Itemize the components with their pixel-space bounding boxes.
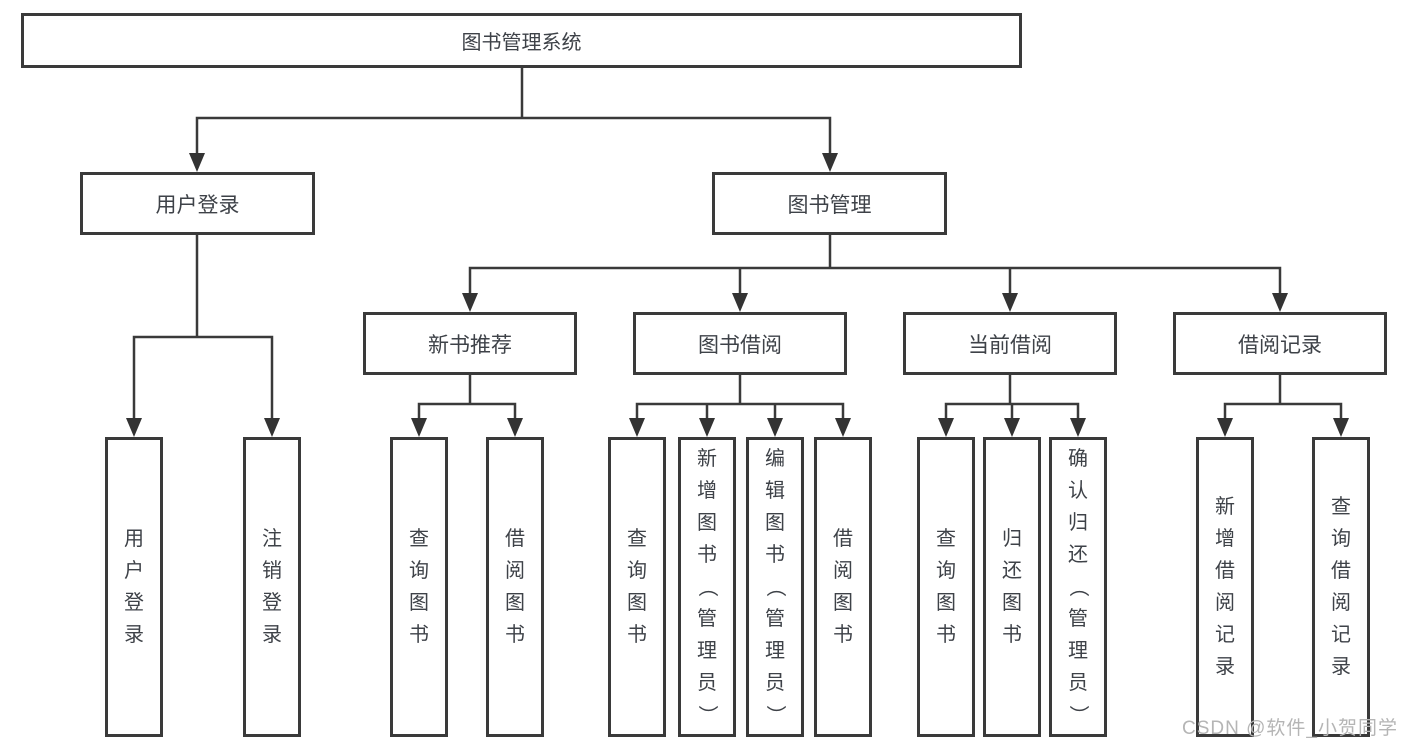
node-book-management: 图书管理 [712,172,947,235]
node-root-system-label: 图书管理系统 [461,32,582,54]
node-user-login: 用户登录 [80,172,315,235]
leaf-user-login: 用户登录 [105,437,163,737]
leaf-nbr-borrow-book-label: 借阅图书 [505,528,525,646]
leaf-nbr-borrow-book: 借阅图书 [486,437,544,737]
node-borrow-records-label: 借阅记录 [1238,333,1322,357]
leaf-logout: 注销登录 [243,437,301,737]
leaf-cb-confirm-return-label: 确认归还（管理员） [1067,448,1089,725]
leaf-bb-edit-book-label: 编辑图书（管理员） [764,448,786,725]
node-book-borrow-label: 图书借阅 [698,333,782,357]
node-new-book-recommend: 新书推荐 [363,312,577,375]
node-root-system: 图书管理系统 [21,13,1022,68]
node-current-borrow-label: 当前借阅 [968,333,1052,357]
node-borrow-records: 借阅记录 [1173,312,1387,375]
leaf-cb-query-book-label: 查询图书 [936,528,956,646]
leaf-cb-return-book: 归还图书 [983,437,1041,737]
leaf-br-add-record: 新增借阅记录 [1196,437,1254,737]
leaf-bb-add-book: 新增图书（管理员） [678,437,736,737]
leaf-cb-return-book-label: 归还图书 [1002,528,1022,646]
leaf-br-query-record: 查询借阅记录 [1312,437,1370,737]
leaf-logout-label: 注销登录 [262,528,282,646]
node-book-management-label: 图书管理 [787,193,872,217]
leaf-user-login-label: 用户登录 [124,528,144,646]
leaf-nbr-query-book: 查询图书 [390,437,448,737]
leaf-br-query-record-label: 查询借阅记录 [1331,496,1351,678]
leaf-bb-query-book: 查询图书 [608,437,666,737]
leaf-bb-borrow-book: 借阅图书 [814,437,872,737]
leaf-bb-edit-book: 编辑图书（管理员） [746,437,804,737]
node-user-login-label: 用户登录 [155,193,240,217]
leaf-cb-query-book: 查询图书 [917,437,975,737]
leaf-bb-add-book-label: 新增图书（管理员） [696,448,718,725]
node-current-borrow: 当前借阅 [903,312,1117,375]
node-new-book-recommend-label: 新书推荐 [428,333,512,357]
csdn-watermark: CSDN @软件_小贺同学 [1182,718,1398,739]
leaf-bb-query-book-label: 查询图书 [627,528,647,646]
node-book-borrow: 图书借阅 [633,312,847,375]
leaf-br-add-record-label: 新增借阅记录 [1215,496,1235,678]
leaf-cb-confirm-return: 确认归还（管理员） [1049,437,1107,737]
arrowheads [126,153,1349,437]
leaf-nbr-query-book-label: 查询图书 [409,528,429,646]
leaf-bb-borrow-book-label: 借阅图书 [833,528,853,646]
